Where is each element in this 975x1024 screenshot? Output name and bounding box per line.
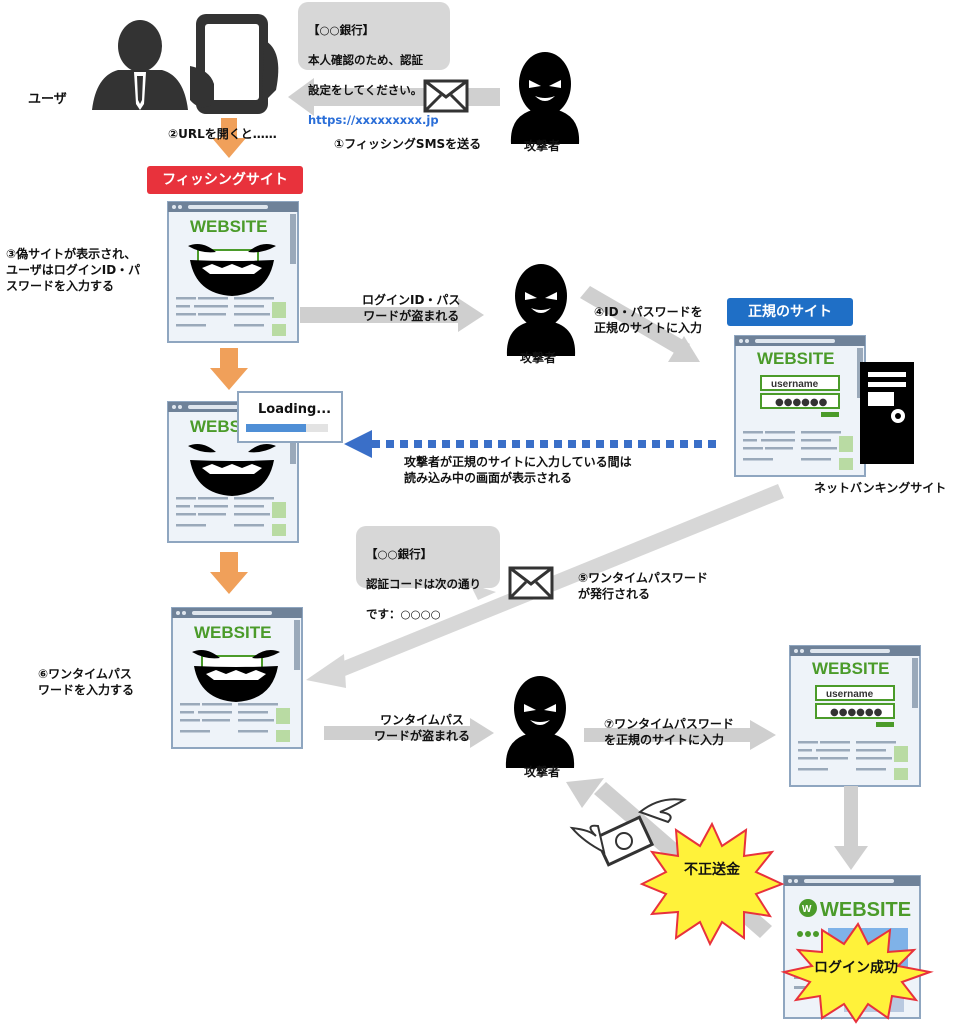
phishing-browser-3: WEBSITE bbox=[171, 607, 303, 749]
sms1-line3: 設定をしてください。 bbox=[308, 83, 423, 97]
attacker-middle-icon bbox=[506, 264, 576, 356]
attacker-label-bottom: 攻撃者 bbox=[524, 765, 561, 779]
attacker-label-middle: 攻撃者 bbox=[520, 351, 557, 365]
official-site-tag: 正規のサイト bbox=[727, 298, 853, 326]
flying-money-icon bbox=[569, 798, 687, 867]
official-browser-1: WEBSITE username ●●●●●● bbox=[734, 335, 866, 477]
svg-text:WEBSITE: WEBSITE bbox=[812, 659, 889, 678]
orange-arrow-1 bbox=[212, 118, 246, 158]
svg-text:W: W bbox=[802, 904, 812, 915]
sms2-line1: 【○○銀行】 bbox=[366, 547, 433, 561]
svg-text:●●●●●●: ●●●●●● bbox=[830, 707, 883, 718]
step6-label: ⑥ワンタイムパス ワードを入力する bbox=[38, 667, 135, 697]
svg-text:WEBSITE: WEBSITE bbox=[757, 349, 834, 368]
orange-arrow-2 bbox=[210, 348, 248, 390]
stolen-id-label: ログインID・パス ワードが盗まれる bbox=[362, 293, 461, 323]
success-burst bbox=[780, 922, 934, 1024]
attacker-label-top: 攻撃者 bbox=[524, 139, 561, 153]
svg-text:username: username bbox=[771, 379, 819, 390]
sms2-line3: です：○○○○ bbox=[366, 607, 441, 621]
otp-long-arrow bbox=[306, 484, 784, 688]
official-browser-2: WEBSITE username ●●●●●● bbox=[789, 645, 921, 787]
sms1-url[interactable]: https://xxxxxxxxx.jp bbox=[308, 113, 439, 127]
fraud-label: 不正送金 bbox=[684, 862, 740, 878]
sms2-tail bbox=[470, 584, 496, 600]
svg-text:WEBSITE: WEBSITE bbox=[820, 899, 911, 921]
arrow-credentials-stolen bbox=[300, 298, 484, 332]
step1-label: ①フィッシングSMSを送る bbox=[334, 137, 482, 151]
fraud-burst bbox=[639, 821, 785, 947]
arrow-otp-stolen bbox=[324, 718, 494, 748]
smartphone-icon bbox=[190, 14, 279, 114]
netbank-label: ネットバンキングサイト bbox=[814, 481, 947, 495]
svg-text:●●●●●●: ●●●●●● bbox=[775, 397, 828, 408]
user-figure bbox=[92, 20, 188, 110]
step4-label: ④ID・パスワードを 正規のサイトに入力 bbox=[594, 305, 703, 335]
phishing-browser-1: WEBSITE bbox=[167, 201, 299, 343]
user-label: ユーザ bbox=[28, 92, 67, 107]
envelope-icon-2 bbox=[508, 566, 554, 600]
sms2-line2: 認証コードは次の通り bbox=[366, 577, 481, 591]
step2-label: ②URLを開くと…… bbox=[168, 127, 277, 141]
sms-bubble-1: 【○○銀行】 本人確認のため、認証 設定をしてください。 https://xxx… bbox=[298, 2, 450, 127]
arrow-down-success bbox=[834, 786, 868, 870]
phishing-site-tag: フィッシングサイト bbox=[147, 166, 303, 194]
orange-arrow-3 bbox=[210, 552, 248, 594]
sms1-line1: 【○○銀行】 bbox=[308, 23, 375, 37]
loading-text: Loading... bbox=[258, 402, 332, 417]
svg-text:WEBSITE: WEBSITE bbox=[194, 623, 271, 642]
server-icon bbox=[860, 362, 914, 464]
stolen-otp-label: ワンタイムパス ワードが盗まれる bbox=[374, 713, 471, 743]
loading-note: 攻撃者が正規のサイトに入力している間は 読み込み中の画面が表示される bbox=[404, 455, 632, 485]
step5-label: ⑤ワンタイムパスワード が発行される bbox=[578, 571, 708, 601]
loading-dialog bbox=[237, 391, 343, 443]
blue-dotted-arrow bbox=[344, 430, 716, 458]
sms1-line2: 本人確認のため、認証 bbox=[308, 53, 423, 67]
sms-bubble-2: 【○○銀行】 認証コードは次の通り です：○○○○ bbox=[356, 526, 500, 621]
step7-label: ⑦ワンタイムパスワード を正規のサイトに入力 bbox=[604, 717, 734, 747]
svg-text:username: username bbox=[826, 689, 874, 700]
login-success-label: ログイン成功 bbox=[814, 960, 898, 976]
svg-text:WEBSITE: WEBSITE bbox=[190, 217, 267, 236]
step3-label: ③偽サイトが表示され、 ユーザはログインID・パ スワードを入力する bbox=[6, 247, 141, 293]
arrow-otp-to-official bbox=[584, 720, 776, 750]
attacker-top-icon bbox=[510, 52, 580, 144]
attacker-bottom-icon bbox=[505, 676, 575, 768]
arrow-to-official bbox=[580, 286, 700, 362]
